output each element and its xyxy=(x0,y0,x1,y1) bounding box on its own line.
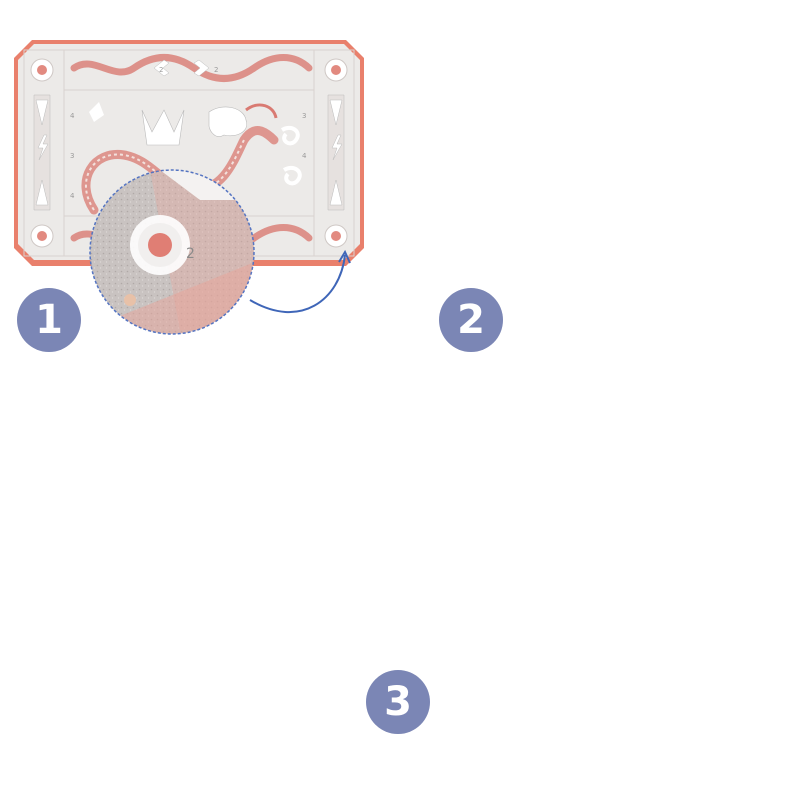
step-badge-3: 3 xyxy=(366,670,430,734)
step-badge-1: 1 xyxy=(17,288,81,352)
step-1-arrow xyxy=(249,249,351,313)
step-badge-2: 2 xyxy=(439,288,503,352)
number-label: 2 xyxy=(186,246,195,262)
